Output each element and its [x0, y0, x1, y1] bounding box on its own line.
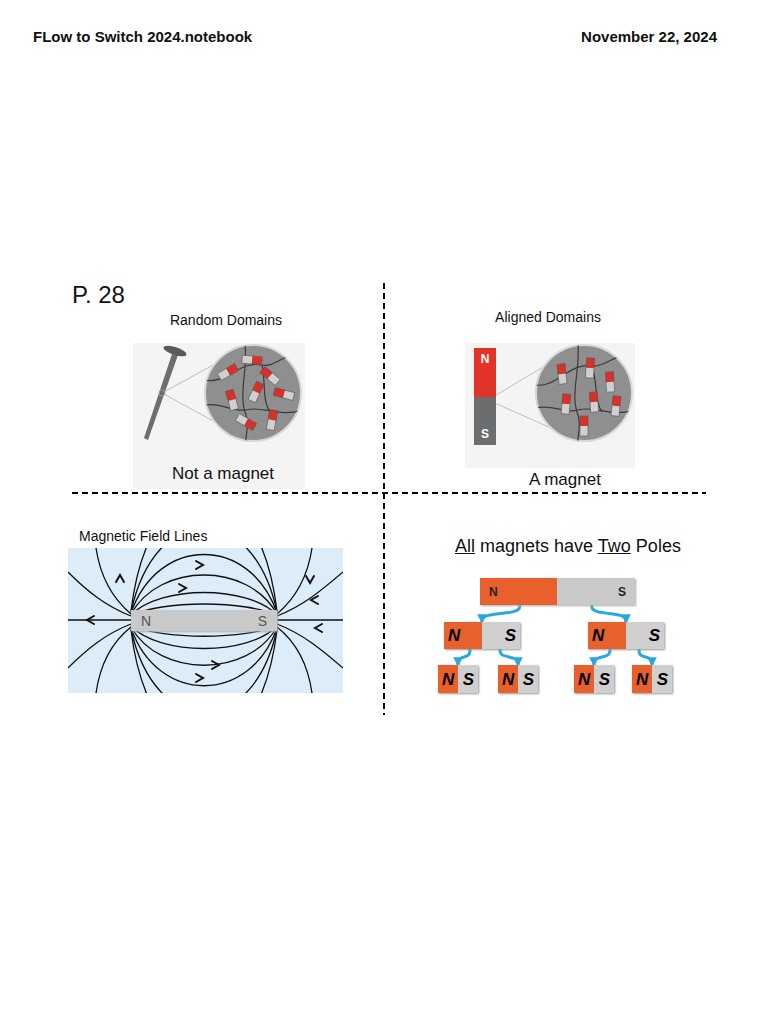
pole-letter: N: [481, 353, 490, 365]
panel-caption: A magnet: [465, 470, 665, 490]
magnet-bar: NS: [480, 578, 635, 605]
field-lines-picture: [68, 494, 343, 746]
split-arrow: [458, 649, 470, 665]
pole-letter: N: [578, 671, 590, 688]
panel-heading: Magnetic Field Lines: [79, 528, 207, 545]
pole-letter: N: [592, 627, 604, 644]
pole-letter: N: [141, 614, 151, 628]
divider-line: [383, 283, 385, 715]
split-arrow: [639, 649, 652, 665]
split-arrow: [592, 605, 626, 622]
page-date: November 22, 2024: [517, 28, 717, 46]
magnet-bar: NS: [574, 665, 614, 693]
pole-letter: S: [649, 627, 660, 644]
pole-letter: S: [523, 671, 534, 688]
split-arrow: [482, 605, 520, 622]
pole-letter: S: [505, 627, 516, 644]
pole-letter: N: [636, 671, 648, 688]
split-arrow: [500, 649, 518, 665]
pole-letter: S: [599, 671, 610, 688]
pole-letter: S: [481, 428, 489, 440]
pole-letter: N: [489, 586, 498, 598]
divider-line: [72, 492, 706, 494]
page-number: P. 28: [72, 281, 125, 310]
magnet-picture: [465, 343, 635, 468]
magnet-bar: NS: [438, 665, 478, 693]
split-arrow: [594, 649, 610, 665]
panel-heading: Random Domains: [126, 312, 326, 329]
magnet-bar: NS: [444, 622, 520, 649]
pole-letter: N: [442, 671, 454, 688]
magnet-bar: NS: [474, 348, 496, 445]
panel-caption: Not a magnet: [123, 464, 323, 484]
magnet-bar: NS: [498, 665, 538, 693]
page-header: FLow to Switch 2024.notebook: [33, 28, 252, 46]
pole-letter: S: [657, 671, 668, 688]
pole-letter: S: [618, 586, 626, 598]
magnet-bar: NS: [131, 610, 277, 631]
panel-heading: Aligned Domains: [448, 309, 648, 326]
pole-letter: S: [258, 614, 267, 628]
magnet-bar: NS: [588, 622, 664, 649]
pole-letter: N: [448, 627, 460, 644]
panel-heading: All magnets have Two Poles: [455, 536, 681, 558]
pole-letter: S: [463, 671, 474, 688]
pole-letter: N: [502, 671, 514, 688]
magnet-bar: NS: [632, 665, 672, 693]
